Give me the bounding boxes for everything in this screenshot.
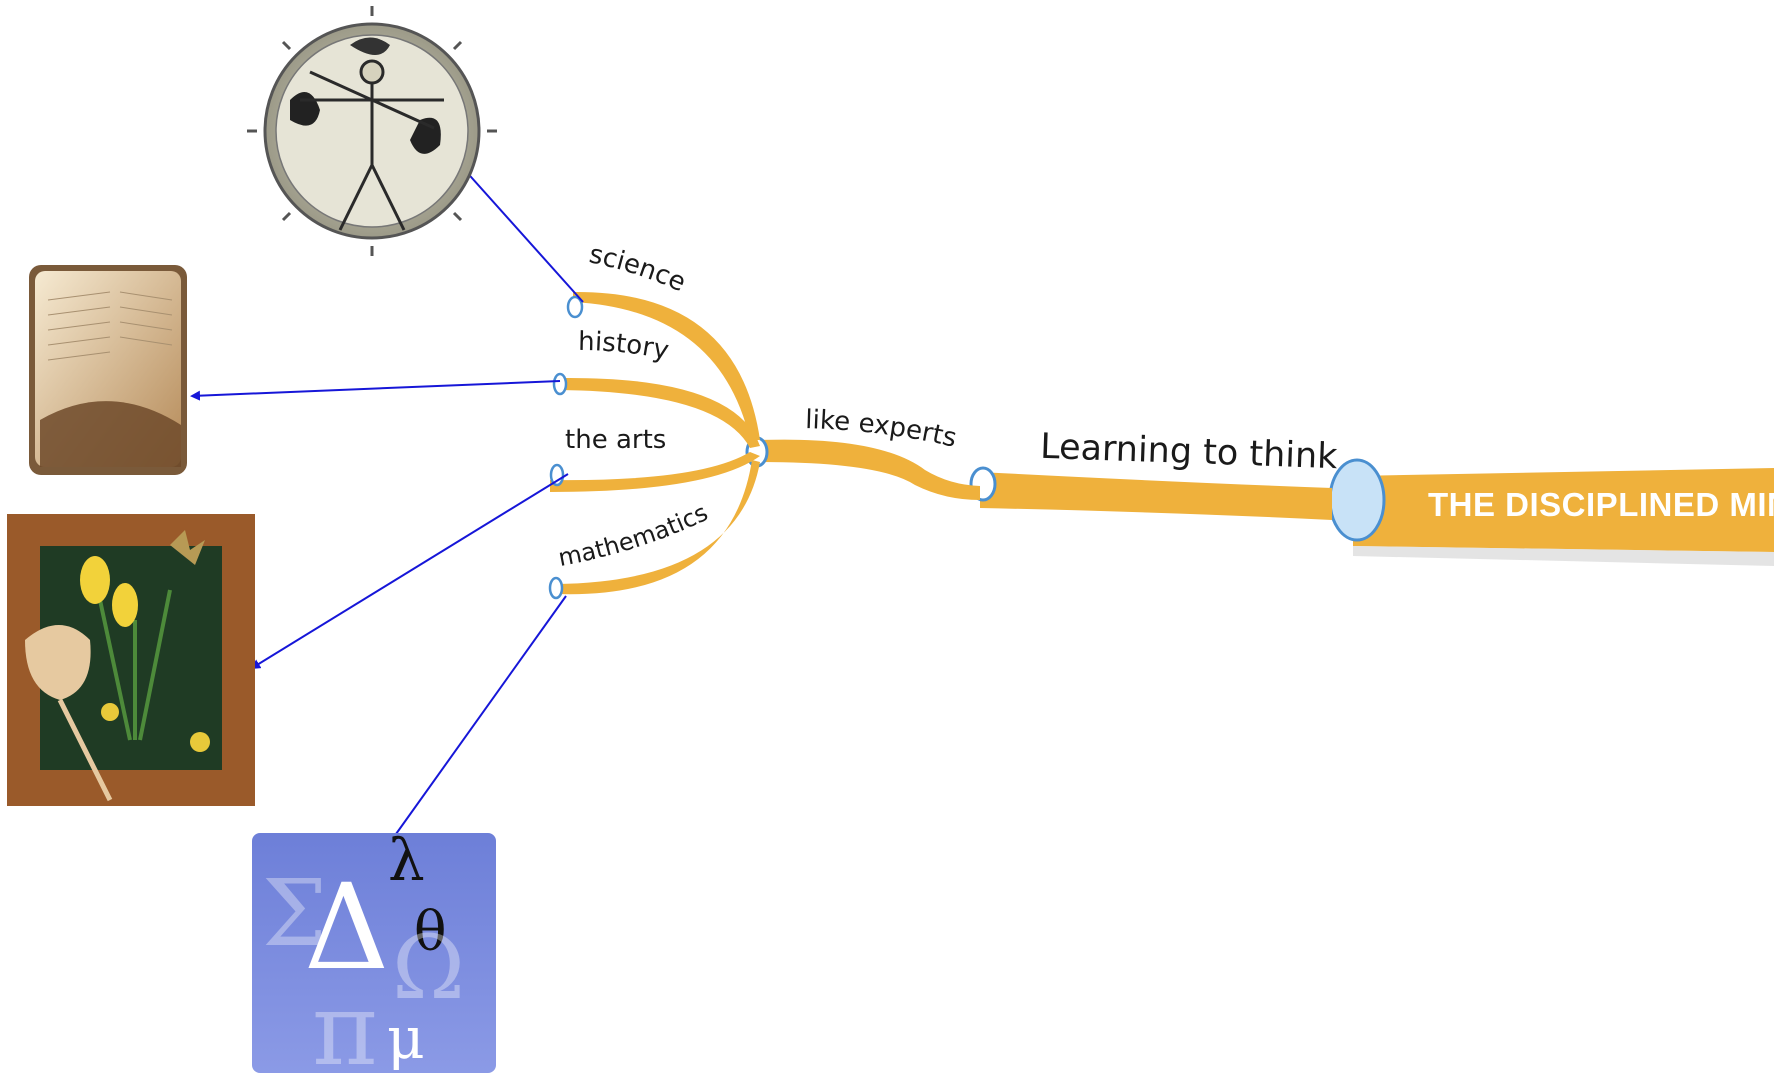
history-image [29, 265, 187, 475]
arts-arrow [250, 473, 569, 670]
sub-branch-band [760, 439, 980, 500]
branch-label: Learning to think [1040, 427, 1339, 477]
math-tile [252, 833, 496, 1073]
math-arrow [384, 595, 567, 850]
tulip-1-icon [80, 556, 110, 604]
branch-history-band[interactable] [560, 377, 760, 448]
arts-image [7, 514, 255, 806]
vitruvian-man-icon [300, 59, 444, 231]
science-label: science [587, 239, 691, 298]
daisy-1-icon [101, 703, 119, 721]
delta-symbol: Δ [304, 858, 389, 996]
mu-symbol: μ [387, 1004, 425, 1072]
branch-band [980, 472, 1332, 520]
root-label: THE DISCIPLINED MIND [1428, 486, 1774, 523]
sub-branch-like-experts[interactable]: like experts [745, 405, 980, 500]
history-label-text: history [578, 327, 671, 366]
daisy-2-icon [190, 732, 210, 752]
discipline-nodes [548, 295, 584, 600]
blob-top-icon [350, 37, 390, 55]
theta-symbol: θ [414, 900, 447, 963]
wooden-tulip-icon [25, 625, 91, 700]
book-lines [47, 291, 173, 361]
book-spine [40, 401, 181, 467]
math-image: Σ Δ λ θ Ω π μ [252, 826, 496, 1078]
science-image-spikes [247, 6, 497, 256]
butterfly-icon [170, 530, 205, 565]
image-links [190, 166, 584, 850]
wooden-tulip-stem [57, 698, 113, 802]
arts-node[interactable] [549, 463, 565, 487]
branch-learning-to-think[interactable]: Learning to think [969, 427, 1339, 520]
arts-label-text: the arts [565, 425, 666, 455]
science-node[interactable] [566, 295, 584, 319]
flower-stems [98, 589, 172, 741]
math-node[interactable] [548, 576, 564, 600]
arts-label: the arts [565, 425, 666, 455]
history-arrow [190, 380, 561, 401]
root-branch-band [1353, 468, 1774, 552]
lambda-symbol: λ [388, 826, 425, 894]
history-node[interactable] [552, 372, 568, 396]
pi-symbol: π [312, 971, 378, 1078]
root-node[interactable]: THE DISCIPLINED MIND [1328, 458, 1774, 566]
sigma-symbol: Σ [262, 860, 327, 967]
science-label-text: science [587, 239, 691, 298]
root-branch-shadow [1353, 546, 1774, 566]
science-image [247, 6, 497, 256]
discipline-branches [550, 291, 760, 595]
tulip-2-icon [112, 583, 138, 627]
root-node-circle[interactable] [1328, 458, 1386, 542]
branch-science-band[interactable] [573, 291, 760, 440]
omega-symbol: Ω [392, 916, 465, 1019]
science-arrow [461, 166, 584, 303]
history-label: history [578, 327, 671, 366]
branch-arts-band[interactable] [550, 452, 760, 492]
